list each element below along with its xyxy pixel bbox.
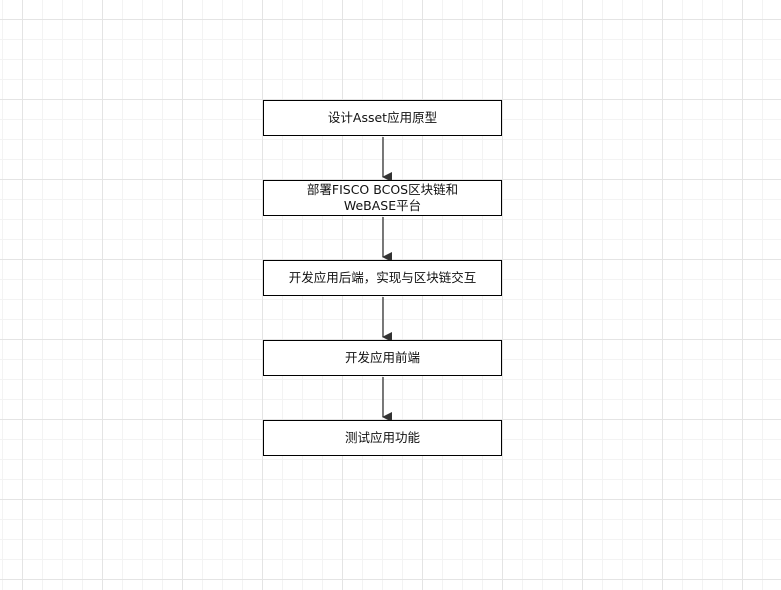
step-develop-frontend[interactable]: 开发应用前端 — [263, 340, 502, 376]
step-design-prototype-label: 设计Asset应用原型 — [327, 110, 438, 125]
step-develop-backend-label: 开发应用后端，实现与区块链交互 — [288, 270, 477, 285]
step-test-functions[interactable]: 测试应用功能 — [263, 420, 502, 456]
step-design-prototype[interactable]: 设计Asset应用原型 — [263, 100, 502, 136]
step-deploy-blockchain-label: 部署FISCO BCOS区块链和 WeBASE平台 — [306, 182, 459, 213]
step-develop-backend[interactable]: 开发应用后端，实现与区块链交互 — [263, 260, 502, 296]
step-deploy-blockchain[interactable]: 部署FISCO BCOS区块链和 WeBASE平台 — [263, 180, 502, 216]
step-develop-frontend-label: 开发应用前端 — [344, 350, 420, 365]
step-test-functions-label: 测试应用功能 — [344, 430, 420, 445]
